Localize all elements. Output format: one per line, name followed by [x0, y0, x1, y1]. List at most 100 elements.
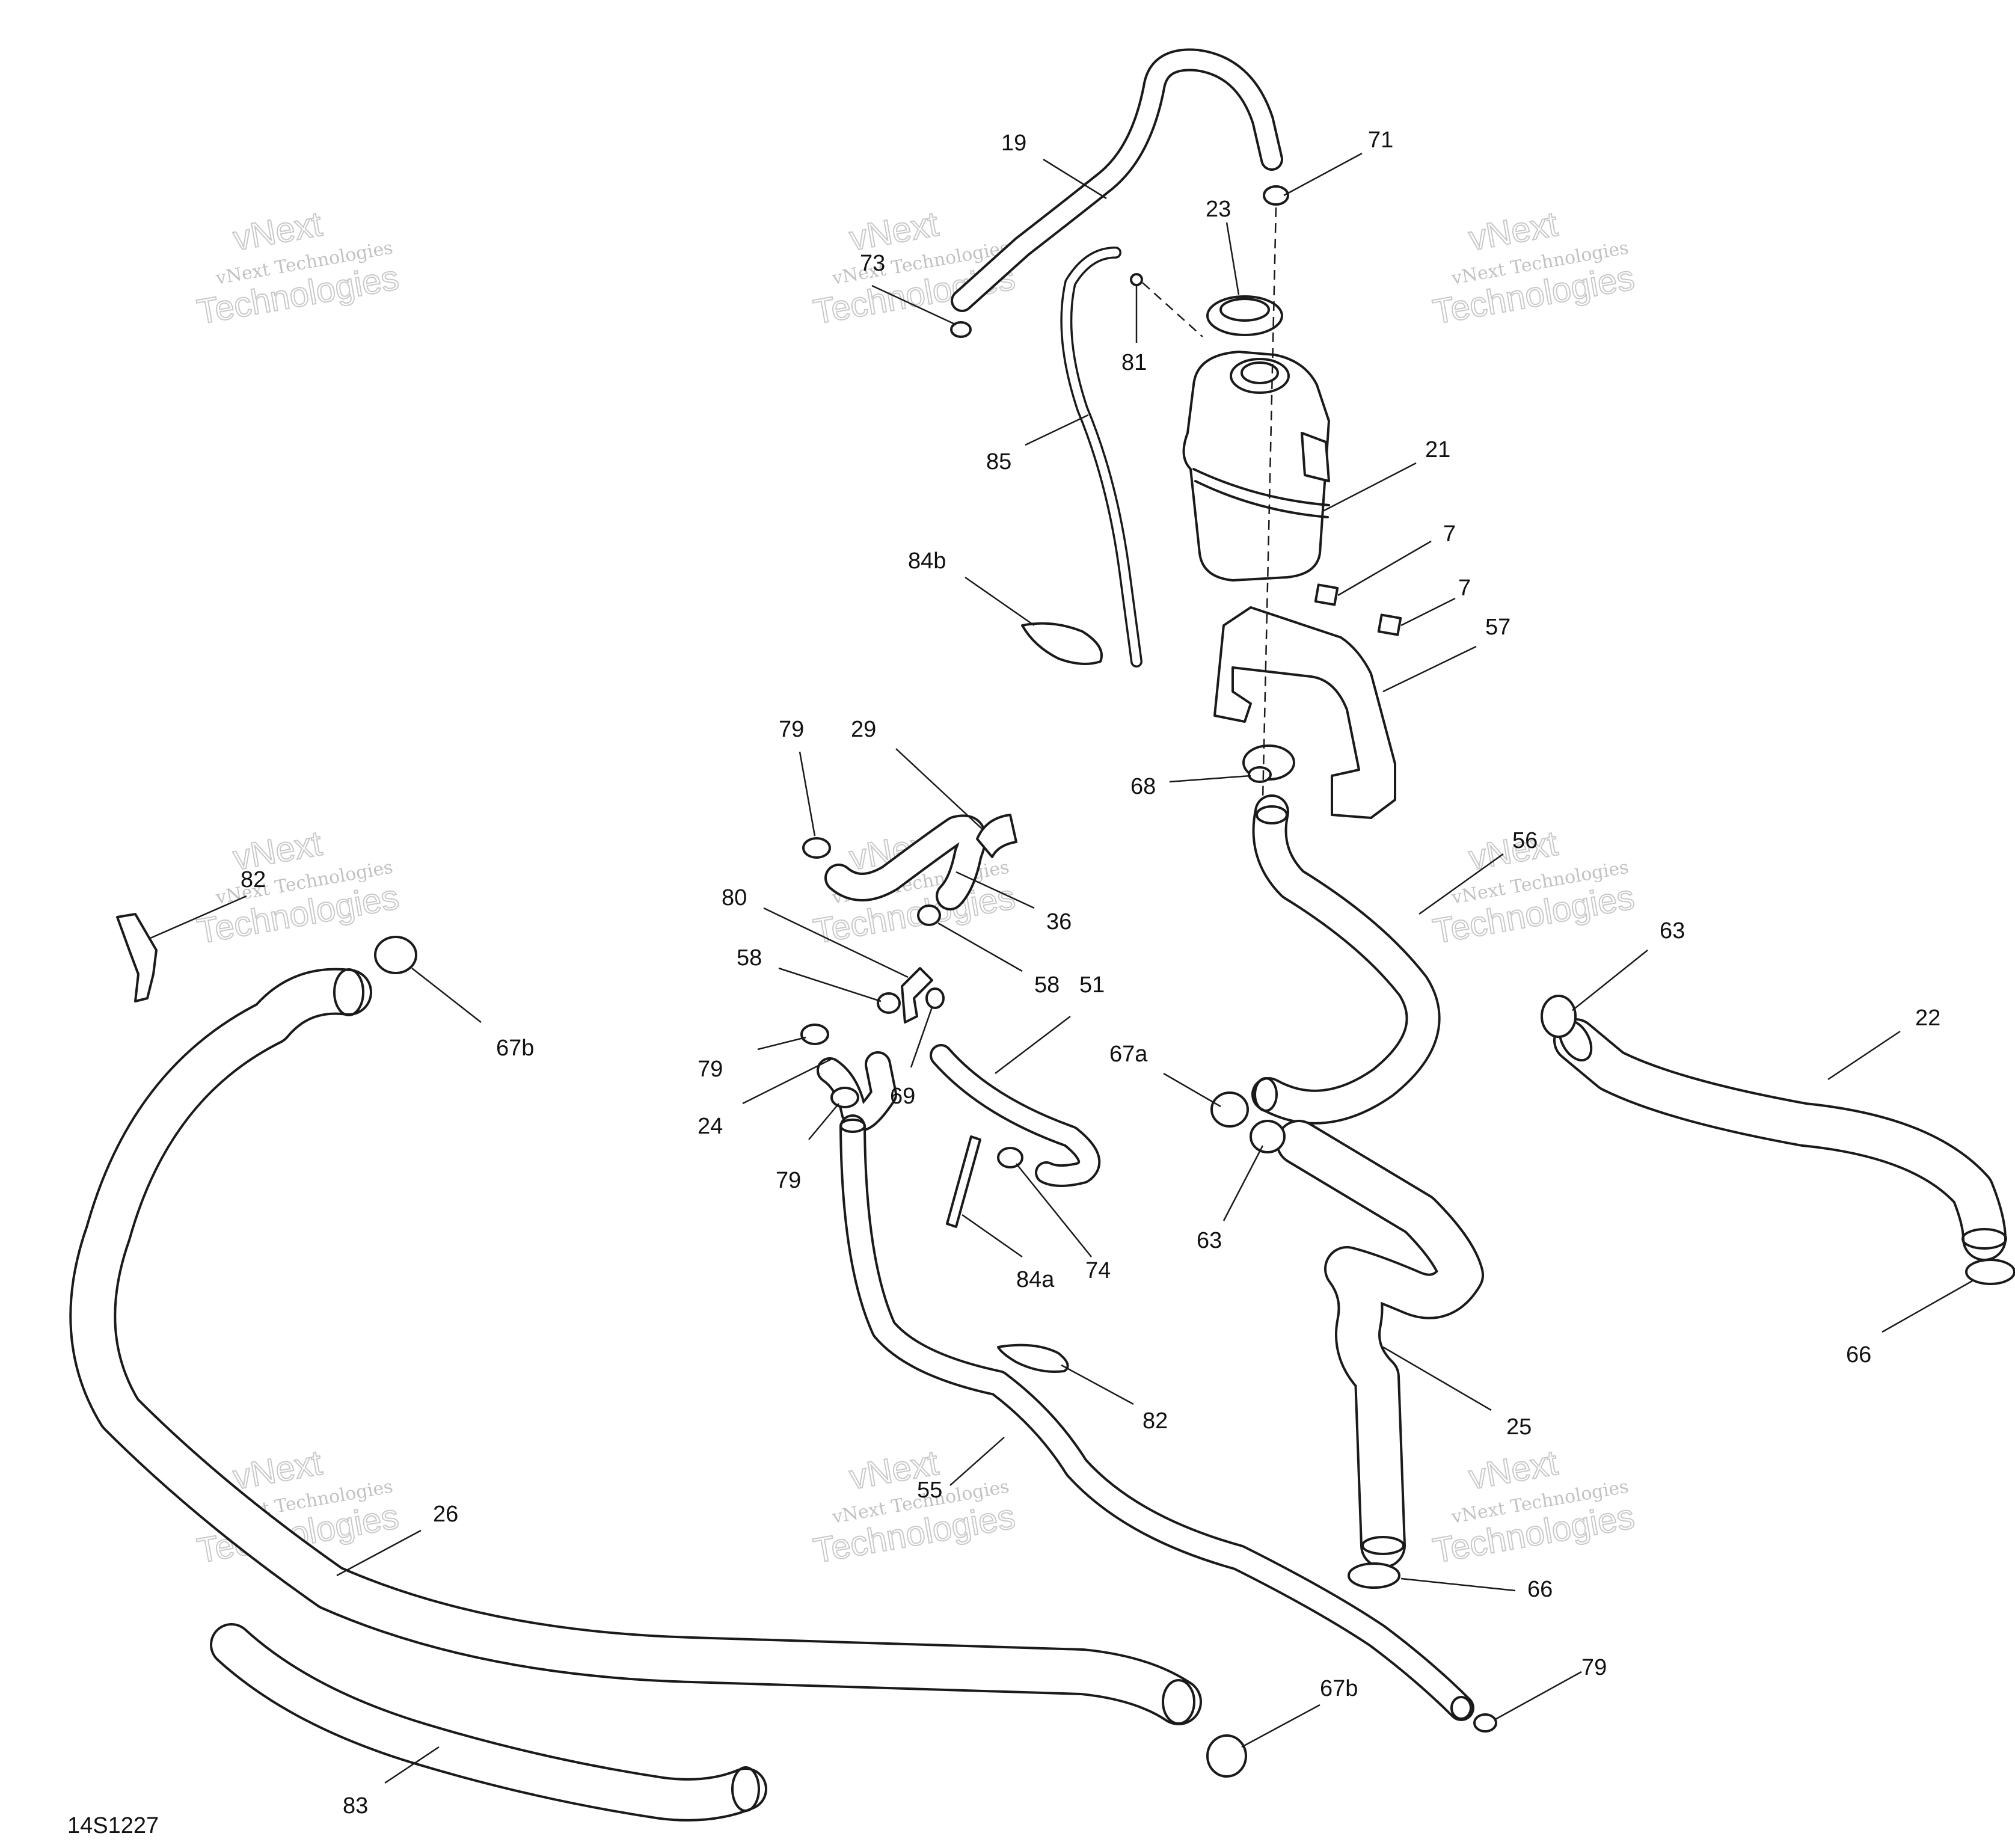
- watermark-top-right: vNext vNext Technologies Technologies: [1429, 204, 1638, 333]
- leader-79-a: [799, 751, 816, 837]
- leader-67a: [1163, 1072, 1221, 1108]
- leader-7-lower: [1400, 597, 1456, 627]
- callout-85: 85: [986, 449, 1011, 474]
- clamp-79-b: [800, 1024, 829, 1045]
- hose-26: [93, 992, 1179, 1702]
- callout-79-b: 79: [698, 1057, 723, 1082]
- tank-support-57: [1213, 606, 1396, 819]
- cap-top: [1219, 298, 1270, 322]
- strap-84a: [946, 1135, 981, 1228]
- figure-id: 14S1227: [67, 1813, 159, 1838]
- hose-22: [1575, 1040, 1984, 1239]
- hose-26-body: [93, 992, 1179, 1702]
- callout-24: 24: [698, 1114, 723, 1139]
- callout-80: 80: [722, 885, 747, 910]
- leader-74: [1016, 1163, 1092, 1257]
- callout-22: 22: [1915, 1005, 1940, 1031]
- hose-85-body: [1066, 253, 1136, 662]
- callout-73: 73: [860, 251, 885, 276]
- leader-7-upper: [1337, 540, 1432, 597]
- leader-82-upper: [150, 895, 247, 939]
- alignment-line-81: [1142, 282, 1203, 337]
- leader-85: [1025, 414, 1089, 446]
- hose-19: [962, 60, 1272, 301]
- watermark-text: vNext: [1466, 204, 1560, 259]
- strap-84b: [1021, 622, 1103, 665]
- clamp-58-a: [917, 904, 941, 926]
- callout-63-left: 63: [1197, 1228, 1222, 1253]
- hose-56: [1269, 812, 1423, 1107]
- hose-25: [1299, 1143, 1461, 1546]
- clamp-69: [925, 987, 945, 1009]
- watermark-top-center: vNext vNext Technologies Technologies: [810, 204, 1019, 333]
- clamp-66-lower: [1348, 1562, 1400, 1589]
- pressure-cap-23: [1206, 295, 1283, 336]
- watermark-bottom-right: vNext vNext Technologies Technologies: [1429, 1443, 1638, 1571]
- leader-67b-upper: [411, 968, 482, 1023]
- leader-26: [336, 1529, 422, 1577]
- watermark-text: vNext: [1466, 1443, 1560, 1497]
- callout-69: 69: [890, 1084, 915, 1109]
- hose-26-outline: [93, 992, 1179, 1702]
- callout-26: 26: [433, 1502, 458, 1527]
- callout-66-lower: 66: [1527, 1577, 1553, 1602]
- callout-63-right: 63: [1660, 918, 1685, 944]
- tank-body: [1182, 351, 1330, 582]
- callout-55: 55: [917, 1478, 942, 1503]
- y-fitting-80: [901, 967, 933, 1024]
- leader-69: [910, 1007, 933, 1068]
- callout-79-a: 79: [779, 717, 804, 742]
- clamp-67a: [1210, 1091, 1249, 1128]
- watermark-bottom-center: vNext vNext Technologies Technologies: [810, 1443, 1019, 1571]
- callout-82-lower: 82: [1142, 1408, 1168, 1434]
- callout-labels: 19 71 23 73 81 21 85 84b 7 7 57 79 29 68…: [241, 127, 1940, 1819]
- callout-36: 36: [1046, 909, 1072, 935]
- leader-68: [1169, 775, 1251, 783]
- clip-7-lower: [1377, 613, 1402, 636]
- support-body: [1213, 606, 1396, 819]
- bracket-82-upper: [116, 913, 158, 1002]
- leader-84b: [965, 576, 1035, 627]
- callout-79-d: 79: [1581, 1655, 1607, 1680]
- clamp-58-b: [877, 992, 901, 1014]
- leader-63-right: [1572, 950, 1648, 1011]
- leader-29: [895, 748, 984, 830]
- callout-84a: 84a: [1016, 1267, 1055, 1292]
- leader-66-right: [1882, 1280, 1973, 1333]
- callout-57: 57: [1485, 615, 1510, 640]
- clamp-67b-lower: [1206, 1734, 1247, 1778]
- callout-23: 23: [1206, 197, 1231, 222]
- callout-58-left: 58: [737, 945, 762, 971]
- leader-79-d: [1494, 1671, 1582, 1721]
- hose-55-top-opening: [839, 1119, 866, 1133]
- clamps: [374, 185, 2015, 1778]
- callout-79-c: 79: [776, 1168, 801, 1193]
- watermark-top-left: vNext vNext Technologies Technologies: [194, 204, 402, 333]
- clamp-63-right: [1541, 995, 1577, 1038]
- cap-body: [1206, 295, 1283, 336]
- leader-25: [1382, 1346, 1492, 1411]
- leader-80: [763, 907, 909, 978]
- leader-73: [871, 284, 957, 326]
- alignment-line-tank: [1262, 207, 1277, 800]
- hose-22-lower-opening: [1961, 1228, 2007, 1250]
- watermark-text: vNext: [230, 1443, 325, 1497]
- leader-58-a: [937, 922, 1023, 972]
- callout-71: 71: [1368, 127, 1393, 153]
- leader-22: [1827, 1030, 1901, 1081]
- elbow-29: [976, 814, 1017, 858]
- leader-82-lower: [1061, 1364, 1134, 1405]
- tank-band-2: [1194, 480, 1329, 518]
- callout-68: 68: [1130, 774, 1156, 799]
- callout-25: 25: [1506, 1414, 1532, 1440]
- hose-26-lower-opening: [1162, 1679, 1195, 1725]
- callout-21: 21: [1425, 437, 1450, 462]
- leader-19: [1043, 158, 1107, 200]
- clamp-79-a: [802, 837, 831, 859]
- callout-81: 81: [1121, 350, 1147, 375]
- tank-neck-inner: [1241, 361, 1279, 384]
- clip-7-upper: [1314, 583, 1339, 606]
- hose-19-body: [962, 60, 1272, 301]
- clamp-66-right: [1965, 1259, 2015, 1285]
- watermark-text: vNext: [230, 204, 325, 259]
